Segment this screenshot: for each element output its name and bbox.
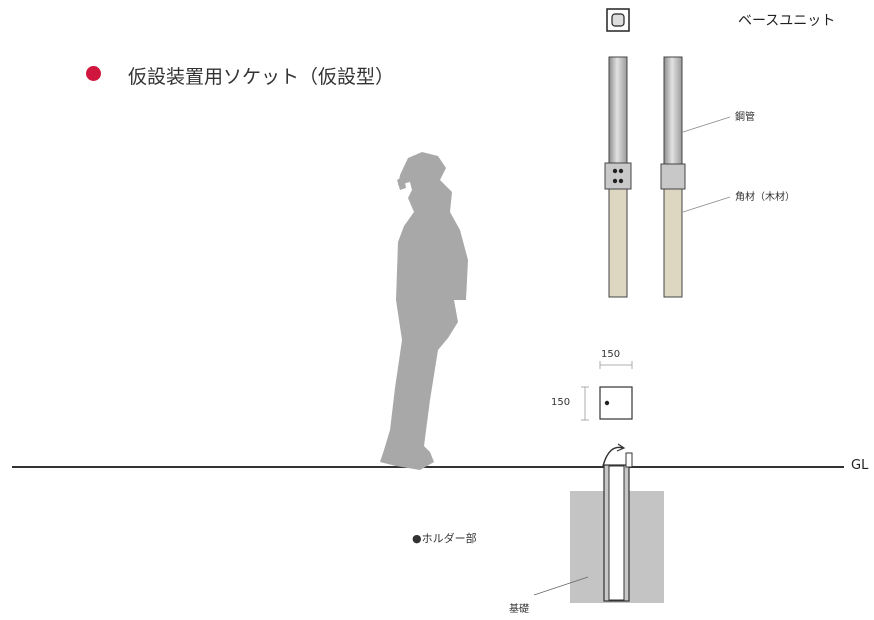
- plan-view-square: [581, 361, 633, 421]
- timber-left: [608, 188, 628, 298]
- person-silhouette: [380, 152, 468, 470]
- timber-right: [663, 188, 683, 298]
- dimension-width-label: 150: [601, 349, 621, 360]
- holder-label: ●ホルダー部: [412, 532, 477, 545]
- steel-pipe-label: 鋼管: [735, 112, 755, 123]
- leader-steel-pipe: [682, 116, 731, 133]
- socket-left: [604, 162, 632, 190]
- steel-pipe-right: [663, 56, 683, 166]
- column-right: [660, 56, 686, 298]
- column-left: [604, 56, 632, 298]
- base-unit-icon: [606, 8, 630, 32]
- foundation-label: 基礎: [509, 604, 529, 615]
- square-timber-label: 角材（木材）: [735, 192, 795, 203]
- leader-foundation: [533, 576, 589, 596]
- holder-socket: [602, 443, 633, 602]
- sleeve-right: [660, 163, 686, 190]
- ground-level-label: GL: [851, 458, 869, 473]
- dimension-height-label: 150: [551, 397, 571, 408]
- base-unit-label: ベースユニット: [738, 13, 836, 29]
- title-bullet: [86, 66, 101, 81]
- leader-timber: [682, 196, 731, 213]
- page-title: 仮設装置用ソケット（仮設型）: [128, 66, 395, 88]
- steel-pipe-left: [608, 56, 628, 164]
